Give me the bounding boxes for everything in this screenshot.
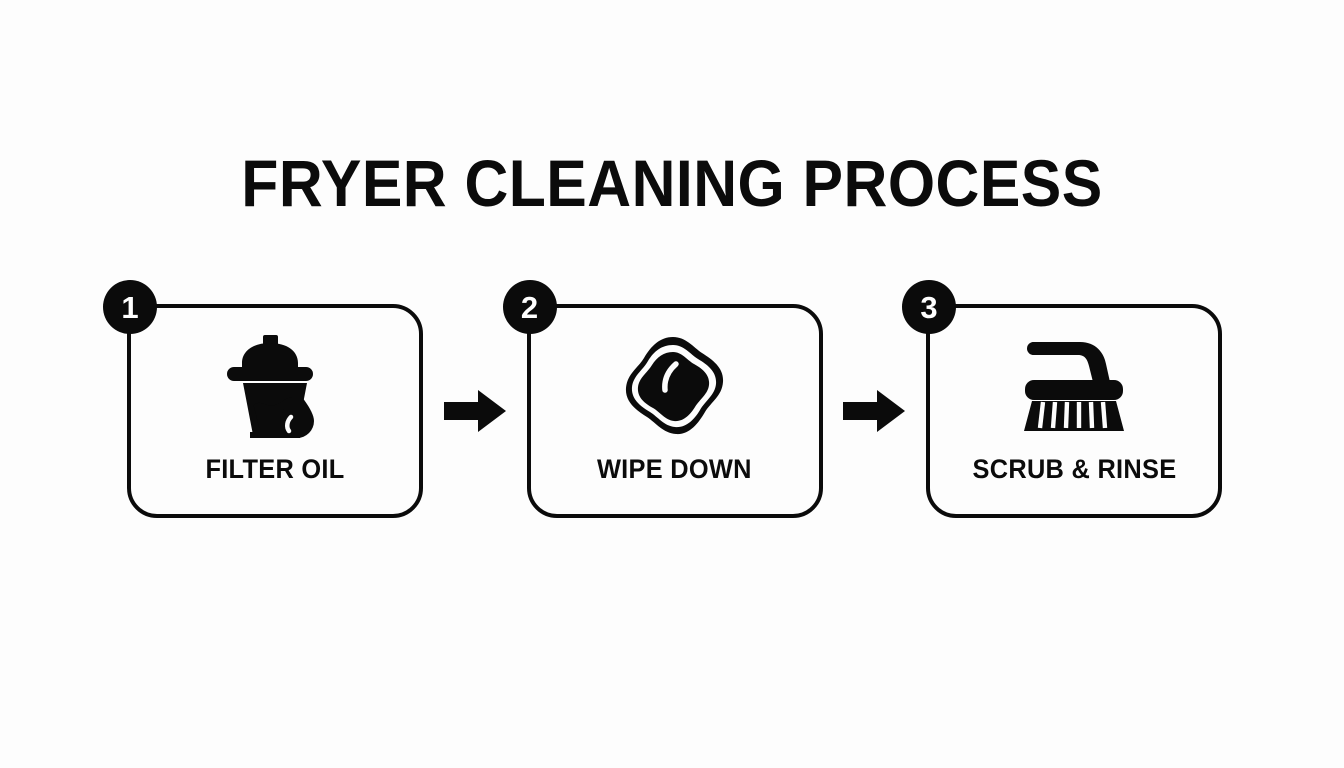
- arrow-right-icon: [843, 389, 906, 433]
- step-label-1: FILTER OIL: [205, 454, 345, 484]
- step-number-label-1: 1: [121, 289, 139, 325]
- step-label-2: WIPE DOWN: [597, 454, 752, 484]
- oil-pot-with-droplet-icon: [223, 332, 327, 440]
- scrub-brush-icon: [1019, 332, 1129, 440]
- process-flow: 1: [103, 280, 1222, 519]
- step-number-badge-3: 3: [902, 280, 956, 334]
- step-number-label-2: 2: [520, 289, 539, 325]
- step-label-3: SCRUB & RINSE: [972, 454, 1176, 484]
- step-number-badge-1: 1: [103, 280, 157, 334]
- step-card-1[interactable]: 1: [103, 280, 423, 518]
- sponge-icon: [623, 332, 727, 440]
- arrow-right-icon: [443, 389, 506, 433]
- step-card-2[interactable]: 2 WIPE DOWN: [502, 280, 823, 518]
- step-card-3[interactable]: 3: [902, 280, 1222, 518]
- step-number-badge-2: 2: [502, 280, 557, 334]
- page-title: FRYER CLEANING PROCESS: [241, 146, 1103, 220]
- step-number-label-3: 3: [920, 289, 938, 325]
